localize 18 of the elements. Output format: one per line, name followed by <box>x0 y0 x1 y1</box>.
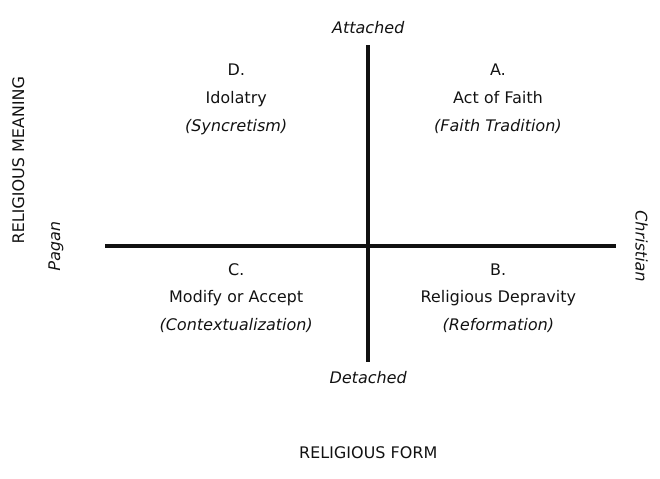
axis-title: RELIGIOUS FORM <box>299 444 438 462</box>
quadrant-title: Act of Faith <box>453 89 543 107</box>
quadrant-title: Modify or Accept <box>169 288 304 306</box>
quadrant-letter: C. <box>228 261 244 279</box>
axis-end-label: Pagan <box>46 221 64 271</box>
quadrant-letter: D. <box>228 61 245 79</box>
axis-end-label: Detached <box>330 369 407 387</box>
axis-end-label: Attached <box>332 19 404 37</box>
axis-end-label: Christian <box>631 210 649 282</box>
axis-title: RELIGIOUS MEANING <box>9 76 28 244</box>
quadrant-subtitle: (Syncretism) <box>185 117 288 135</box>
quadrant-title: Idolatry <box>206 89 267 107</box>
quadrant-title: Religious Depravity <box>420 288 576 306</box>
quadrant-subtitle: (Contextualization) <box>160 316 313 334</box>
quadrant-subtitle: (Faith Tradition) <box>434 117 562 135</box>
quadrant-subtitle: (Reformation) <box>442 316 554 334</box>
quadrant-letter: A. <box>490 61 506 79</box>
quadrant-letter: B. <box>490 261 506 279</box>
